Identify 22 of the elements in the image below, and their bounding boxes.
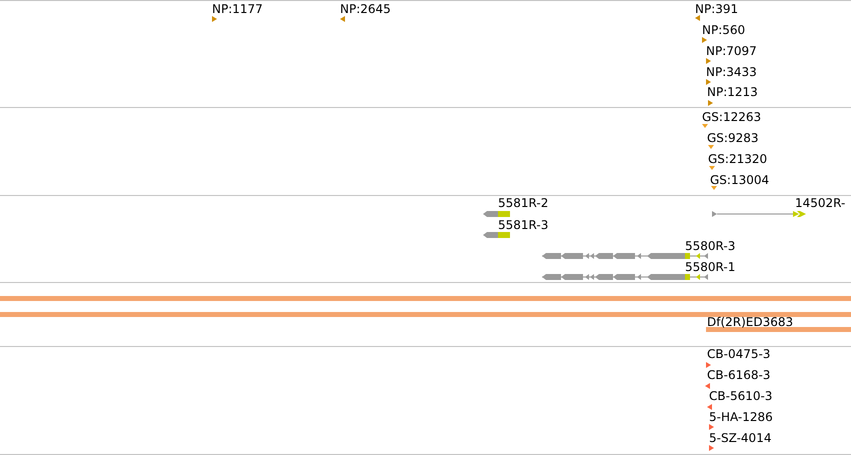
feature-label: CB-6168-3 [707, 368, 770, 382]
feature-label: 5581R-3 [498, 218, 548, 232]
feature-label: GS:13004 [710, 173, 770, 187]
feature-label: CB-5610-3 [709, 389, 772, 403]
feature-label: Df(2R)ED3683 [707, 315, 794, 329]
feature-label: 5580R-3 [685, 239, 736, 253]
feature-label: GS:9283 [707, 131, 758, 145]
feature-label: NP:2645 [340, 2, 391, 16]
feature-label: CB-0475-3 [707, 347, 770, 361]
feature-label: GS:21320 [708, 152, 768, 166]
feature-label: NP:391 [695, 2, 738, 16]
feature-label: NP:7097 [706, 44, 757, 58]
feature-label: 14502R- [795, 196, 846, 210]
feature-label: NP:3433 [706, 65, 757, 79]
feature-label: 5-SZ-4014 [709, 431, 772, 445]
feature-label: 5580R-1 [685, 260, 736, 274]
feature-label: NP:560 [702, 23, 746, 37]
feature-label: NP:1177 [212, 2, 263, 16]
feature-label: GS:12263 [702, 110, 762, 124]
feature-label: 5581R-2 [498, 196, 548, 210]
feature-label: 5-HA-1286 [709, 410, 773, 424]
feature-label: NP:1213 [707, 85, 758, 99]
